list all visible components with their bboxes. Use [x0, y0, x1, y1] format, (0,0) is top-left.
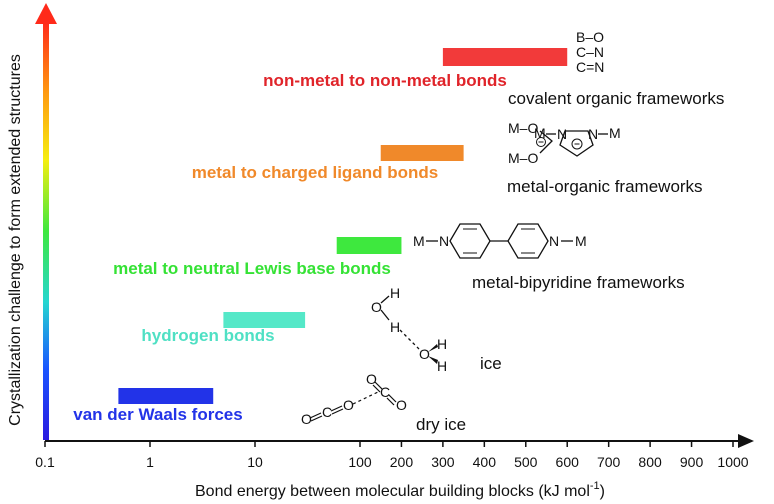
co2-double-bond-1a	[309, 412, 322, 419]
bipyridine-structure: M N N M	[413, 223, 587, 259]
co2-c-1: C	[322, 404, 332, 420]
bond-label-charged-ligand: metal to charged ligand bonds	[192, 163, 439, 182]
x-axis-label-superscript: -1	[590, 480, 600, 492]
framework-label-mof: metal-organic frameworks	[507, 177, 703, 196]
carboxylate-bond-icon	[539, 130, 553, 154]
imidazolate-charge-icon	[571, 138, 583, 150]
framework-label-cof: covalent organic frameworks	[508, 89, 724, 108]
imidazolate-metal-right: M	[609, 125, 621, 141]
bond-bar-hydrogen	[223, 312, 306, 328]
imidazolate-n-left: N	[557, 126, 567, 142]
x-tick-label: 600	[556, 454, 580, 470]
ice-h-3: H	[437, 336, 447, 352]
co2-o-3: O	[366, 371, 377, 387]
mof-formula-mo-bottom: M–O	[508, 150, 538, 166]
x-tick-label: 0.1	[35, 454, 55, 470]
co2-double-bond-3b	[372, 384, 381, 393]
bond-bar-charged-ligand	[380, 145, 464, 161]
x-tick-label: 500	[514, 454, 538, 470]
bond-label-hydrogen: hydrogen bonds	[141, 326, 274, 345]
x-tick-label: 200	[390, 454, 414, 470]
x-axis-ticks: 0.1 1 10 100 200 300 400 500 600 700 800 900 1000	[35, 441, 749, 470]
y-axis-gradient-bar	[43, 22, 49, 440]
x-axis-label-close: )	[600, 483, 605, 500]
x-tick-label: 300	[431, 454, 455, 470]
ice-wedge-bond-1	[428, 344, 438, 352]
co2-o-4: O	[396, 397, 407, 413]
framework-label-dry-ice: dry ice	[416, 415, 466, 434]
cof-formula-bo: B–O	[576, 29, 604, 45]
bipy-n-right: N	[549, 233, 559, 249]
co2-dashed-interaction	[352, 391, 379, 405]
bipy-metal-left: M	[413, 233, 425, 249]
dry-ice-structure: O C O O C O	[301, 371, 407, 427]
x-axis-label-main: Bond energy between molecular building b…	[195, 483, 590, 500]
negative-charge-icon	[536, 137, 546, 147]
y-axis-label: Crystallization challenge to form extend…	[7, 54, 24, 426]
ice-o-1: O	[371, 299, 382, 315]
co2-c-2: C	[380, 384, 390, 400]
co2-double-bond-4a	[388, 394, 397, 403]
bond-label-neutral-lewis: metal to neutral Lewis base bonds	[113, 259, 391, 278]
co2-double-bond-2a	[330, 405, 343, 412]
ice-h-4: H	[437, 358, 447, 374]
co2-double-bond-4b	[386, 397, 395, 406]
x-tick-label: 900	[680, 454, 704, 470]
mof-structure: M–O M–O M N N M	[508, 120, 621, 166]
ice-oh-bond-2	[380, 309, 390, 321]
bipy-metal-right: M	[575, 233, 587, 249]
x-tick-label: 800	[638, 454, 662, 470]
imidazolate-n-right: N	[588, 126, 598, 142]
cof-structure: B–O C–N C=N	[576, 29, 604, 75]
bond-label-non-metal: non-metal to non-metal bonds	[263, 71, 507, 90]
ice-h-2: H	[390, 319, 400, 335]
mof-formula-mo-top: M–O	[508, 120, 538, 136]
co2-o-2: O	[343, 397, 354, 413]
framework-label-bipyridine: metal-bipyridine frameworks	[472, 273, 685, 292]
bond-bar-neutral-lewis	[336, 237, 402, 254]
framework-label-ice: ice	[480, 354, 502, 373]
co2-double-bond-3a	[374, 381, 383, 390]
ice-o-2: O	[419, 346, 430, 362]
imidazolate-metal-left: M	[534, 125, 546, 141]
cof-formula-cn: C–N	[576, 44, 604, 60]
ice-wedge-bond-2	[428, 356, 438, 364]
ice-structure: O H H O H H	[371, 285, 447, 374]
ice-oh-bond-1	[380, 295, 390, 304]
co2-double-bond-2b	[331, 408, 344, 415]
x-tick-label: 1000	[717, 454, 748, 470]
x-tick-label: 1	[146, 454, 154, 470]
x-tick-label: 10	[247, 454, 263, 470]
pyridine-ring-right-icon	[507, 223, 549, 259]
imidazolate-ring-icon	[559, 130, 594, 157]
ice-hydrogen-bond	[399, 329, 420, 350]
x-axis-arrowhead	[738, 434, 754, 448]
bond-bar-non-metal	[442, 48, 568, 66]
y-axis-arrowhead	[35, 3, 57, 24]
x-tick-label: 400	[473, 454, 497, 470]
x-axis-label: Bond energy between molecular building b…	[195, 480, 605, 500]
co2-double-bond-1b	[310, 415, 323, 422]
bond-label-van-der-waals: van der Waals forces	[73, 405, 242, 424]
co2-o-1: O	[301, 411, 312, 427]
bipy-n-left: N	[439, 233, 449, 249]
cof-formula-cdn: C=N	[576, 59, 604, 75]
ice-h-1: H	[390, 285, 400, 301]
x-tick-label: 100	[348, 454, 372, 470]
x-tick-label: 700	[597, 454, 621, 470]
bond-bar-van-der-waals	[118, 388, 214, 404]
